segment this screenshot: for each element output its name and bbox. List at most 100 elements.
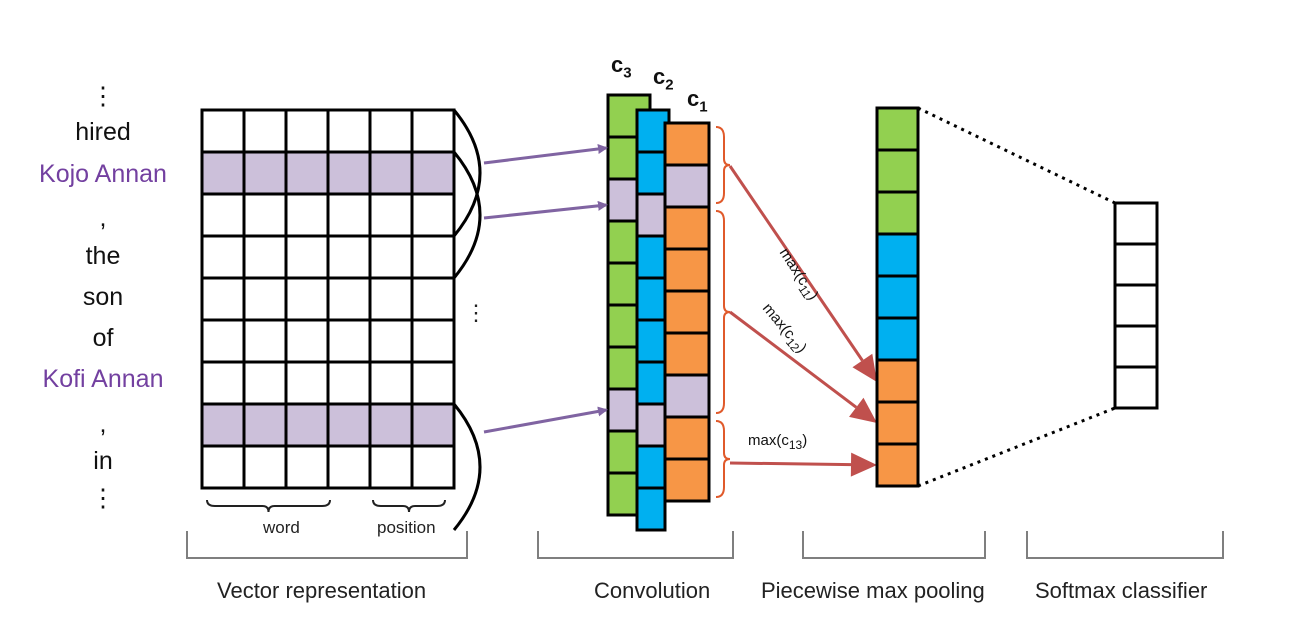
- feature-map-label-c3: c3: [611, 52, 632, 82]
- projection-line-bottom: [917, 406, 1116, 488]
- matrix-cell: [200, 444, 246, 490]
- entity-token: Kofi Annan: [42, 365, 164, 393]
- matrix-cell: [200, 402, 246, 448]
- pooled-cell: [875, 442, 920, 488]
- pooled-cell: [875, 358, 920, 404]
- matrix-cell: [284, 192, 330, 238]
- matrix-cell: [200, 150, 246, 196]
- pool-label-c13: max(c13): [748, 432, 808, 452]
- matrix-cell: [326, 444, 372, 490]
- matrix-cell: [410, 192, 456, 238]
- feature-cell: [606, 429, 640, 475]
- feature-cell: [635, 444, 667, 490]
- arrows: [483, 144, 877, 477]
- matrix-cell: [242, 108, 288, 154]
- feature-cell: [606, 387, 640, 433]
- feature-cell: [663, 205, 711, 251]
- brace-word: [206, 499, 331, 513]
- brace-position: [372, 499, 446, 513]
- matrix-cell: [284, 360, 330, 406]
- matrix-cell: [410, 108, 456, 154]
- matrix-cell: [242, 276, 288, 322]
- matrix-cell: [368, 318, 414, 364]
- feature-cell: [606, 303, 640, 349]
- matrix-cell: [242, 444, 288, 490]
- matrix-cell: [284, 318, 330, 364]
- feature-cell: [635, 276, 667, 322]
- matrix-cell: [410, 234, 456, 280]
- matrix-cell: [200, 318, 246, 364]
- matrix-cell: [242, 360, 288, 406]
- section-label-piecewise-max-pooling: Piecewise max pooling: [761, 578, 985, 603]
- matrix-cell: [368, 234, 414, 280]
- matrix-cell: [284, 402, 330, 448]
- softmax-cell: [1113, 201, 1159, 246]
- matrix-cell: [326, 276, 372, 322]
- word-embedding-label: word: [263, 518, 300, 537]
- feature-cell: [606, 219, 640, 265]
- feature-cell: [606, 177, 640, 223]
- bracket-vector-representation: [186, 531, 468, 559]
- feature-map-label-c2: c2: [653, 64, 674, 94]
- matrix-cell: [242, 402, 288, 448]
- pooling-arrowhead: [849, 397, 877, 423]
- bracket-softmax: [1026, 531, 1224, 559]
- matrix-cell: [326, 234, 372, 280]
- matrix-cell: [368, 108, 414, 154]
- matrix-cell: [368, 360, 414, 406]
- pooled-cell: [875, 316, 920, 362]
- feature-cell: [663, 247, 711, 293]
- sentence-token: ⋮: [90, 82, 116, 110]
- matrix-cell: [410, 150, 456, 196]
- segment-brace: [715, 210, 731, 414]
- matrix-cell: [200, 360, 246, 406]
- matrix-cell: [200, 108, 246, 154]
- bracket-convolution: [537, 531, 734, 559]
- matrix-cell: [410, 276, 456, 322]
- feature-cell: [663, 457, 711, 503]
- feature-cell: [606, 345, 640, 391]
- matrix-cell: [368, 276, 414, 322]
- entity-token: Kojo Annan: [39, 160, 167, 188]
- matrix-cell: [326, 108, 372, 154]
- softmax-vector: [917, 106, 1159, 488]
- matrix-cell: [284, 276, 330, 322]
- pooled-cell: [875, 274, 920, 320]
- pooled-vector: [875, 106, 920, 488]
- matrix-cell: [410, 402, 456, 448]
- convolution-arrow: [483, 200, 608, 220]
- feature-cell: [635, 318, 667, 364]
- matrix-cell: [284, 444, 330, 490]
- pooled-cell: [875, 148, 920, 194]
- softmax-cell: [1113, 242, 1159, 287]
- pooled-cell: [875, 106, 920, 152]
- matrix-cell: [326, 402, 372, 448]
- convolution-arrow: [483, 406, 608, 434]
- feature-cell: [635, 234, 667, 280]
- feature-cell: [635, 486, 667, 532]
- sentence-token: ,: [99, 204, 107, 232]
- convolution-feature-maps: [606, 93, 711, 532]
- bracket-pooling: [802, 531, 986, 559]
- feature-cell: [635, 402, 667, 448]
- window-arc: [452, 109, 482, 237]
- matrix-cell: [326, 318, 372, 364]
- matrix-cell: [326, 360, 372, 406]
- softmax-cell: [1113, 283, 1159, 328]
- matrix-cell: [368, 402, 414, 448]
- softmax-cell: [1113, 324, 1159, 369]
- matrix-cell: [242, 234, 288, 280]
- pooling-arrowhead: [850, 452, 877, 477]
- matrix-cell: [242, 192, 288, 238]
- sentence-token: ⋮: [90, 484, 116, 512]
- segment-brace: [715, 420, 731, 498]
- matrix-cell: [410, 360, 456, 406]
- feature-cell: [663, 121, 711, 167]
- feature-cell: [606, 471, 640, 517]
- feature-cell: [635, 150, 667, 196]
- feature-cell: [663, 163, 711, 209]
- matrix-cell: [368, 150, 414, 196]
- projection-line-top: [917, 106, 1116, 205]
- feature-cell: [606, 261, 640, 307]
